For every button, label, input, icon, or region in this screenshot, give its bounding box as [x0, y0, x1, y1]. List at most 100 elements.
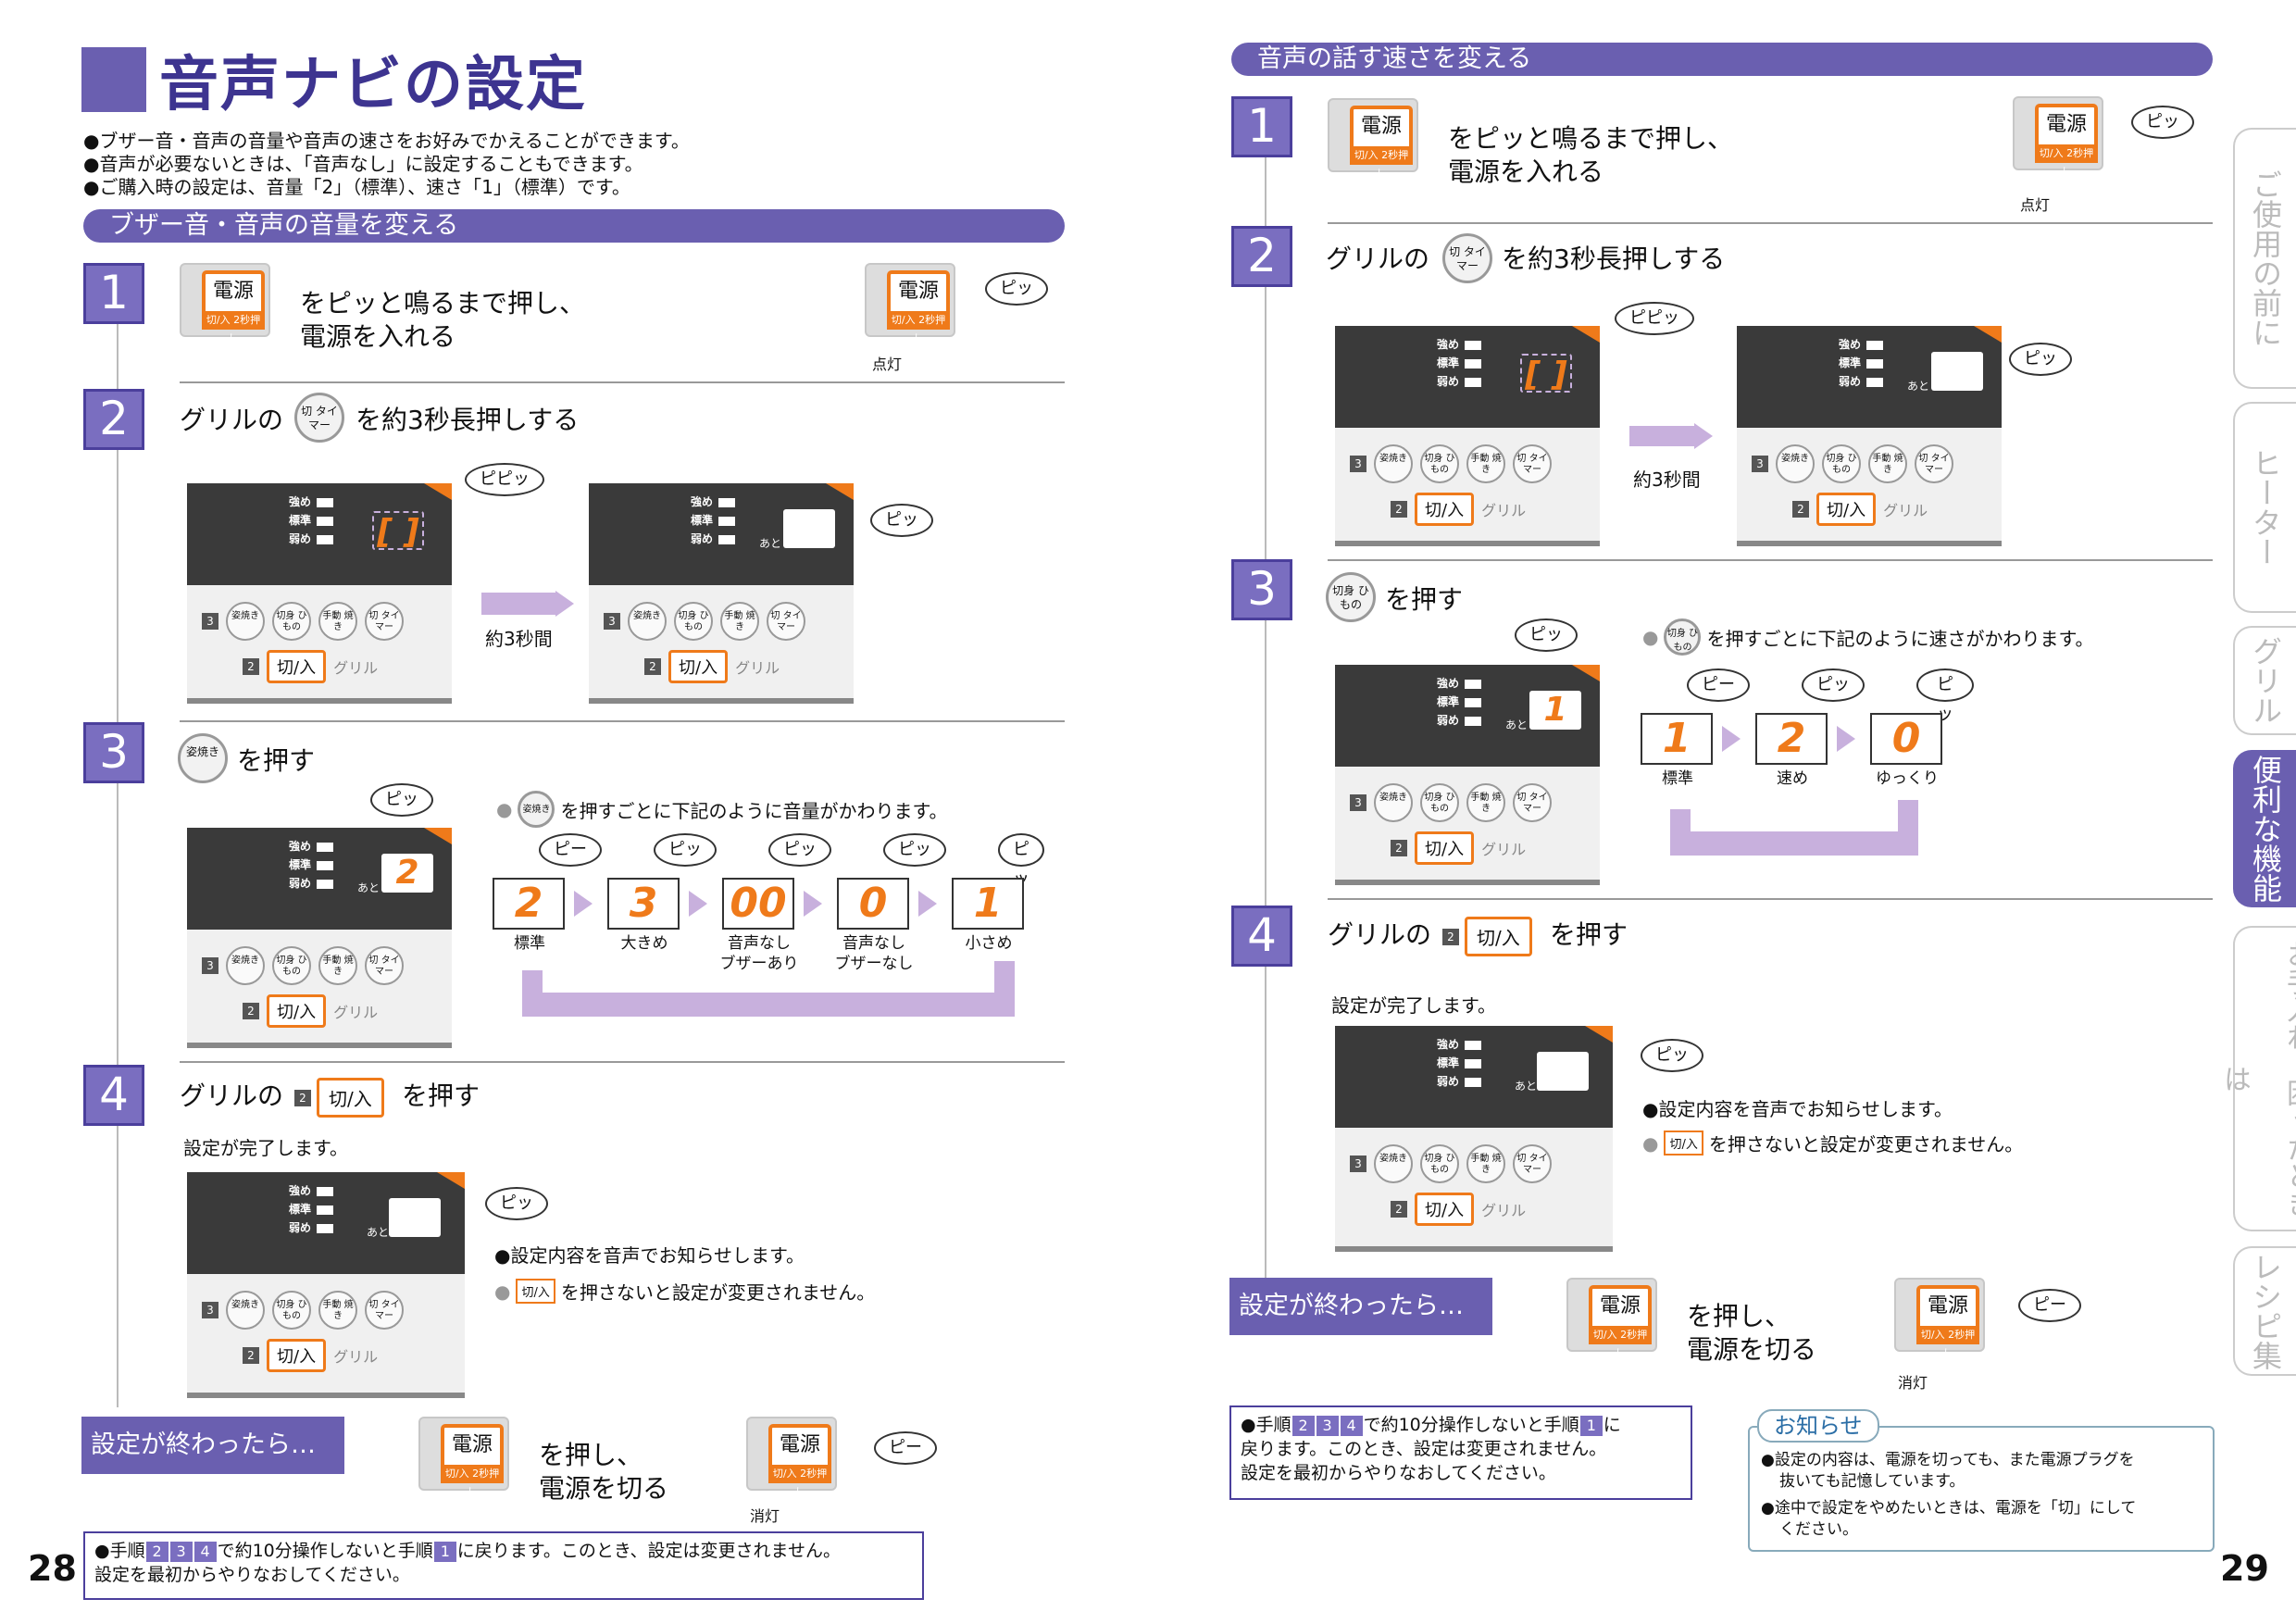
power-button-lit: 電源切/入 2秒押し [2013, 96, 2103, 178]
power-button-lit: 電源 切/入 2秒押し [865, 263, 955, 344]
page-number-left: 28 [28, 1548, 77, 1589]
power-sub: 切/入 2秒押し [887, 311, 950, 344]
step4-pre: グリルの [180, 1081, 284, 1111]
tab-heater[interactable]: ヒーター [2233, 402, 2296, 613]
beep-bubble: ピッ [370, 783, 433, 817]
beep-bubble: ピピッ [1615, 302, 1694, 335]
sequence-arrow [1722, 726, 1741, 752]
section-speed: 音声の話す速さを変える [1231, 43, 2213, 76]
display: 2 [381, 854, 433, 893]
power-button[interactable]: 電源切/入 2秒押し [1566, 1278, 1657, 1359]
timer-button-icon[interactable]: 切 タイマー [1442, 233, 1492, 283]
step3-desc: ●姿焼きを押すごとに下記のように音量がかわります。 [496, 791, 947, 828]
step-number: 1 [1231, 96, 1292, 157]
lamp-off-label: 消灯 [750, 1507, 780, 1525]
step1-text-1: をピッと鳴るまで押し、 [300, 288, 586, 319]
divider [1328, 222, 2213, 224]
tab-grill[interactable]: グリル [2233, 626, 2296, 735]
arrow-label: 約3秒間 [485, 628, 553, 650]
power-sub: 切/入 2秒押し [202, 311, 265, 344]
step1-text: をピッと鳴るまで押し、 電源を入れる [300, 287, 585, 354]
on-off-button[interactable]: 2 切/入 [294, 1078, 384, 1118]
sequence-arrow [1837, 726, 1855, 752]
beep-bubble: ピー [874, 1431, 937, 1465]
beep-bubble: ピッ [654, 833, 717, 867]
display-value: 2 [1755, 713, 1828, 765]
divider [180, 1061, 1065, 1063]
beep-bubble: ピッ [768, 833, 831, 867]
display-value-label: 大きめ [620, 934, 668, 953]
lamp-on-label: 点灯 [2020, 196, 2051, 214]
arrow-head [1694, 423, 1713, 449]
display [1537, 1052, 1589, 1091]
step4-note2: ●切/入を押さないと設定が変更されません。 [494, 1279, 876, 1304]
display [1931, 352, 1983, 391]
tab-recipes[interactable]: レシピ集 [2233, 1246, 2296, 1376]
beep-bubble: ピッ [870, 504, 933, 537]
beep-bubble: ピッ [2009, 343, 2072, 376]
step-number: 1 [83, 263, 144, 324]
display [783, 509, 835, 548]
page-title: 音声ナビの設定 [159, 51, 587, 119]
tab-convenient[interactable]: 便利な機能 [2233, 750, 2296, 907]
beep-bubble: ピー [1687, 668, 1750, 702]
step3-desc: ●切身 ひものを押すごとに下記のように速さがかわります。 [1642, 618, 2093, 656]
step4-post: を押す [1550, 919, 1628, 950]
display-blink: [ ] [372, 511, 424, 551]
step-line [117, 315, 119, 1407]
power-button[interactable]: 電源 切/入 2秒押し [418, 1417, 509, 1498]
finish-label: 設定が終わったら… [81, 1417, 344, 1474]
divider [1328, 898, 2213, 900]
divider [180, 381, 1065, 383]
display-blink: [ ] [1520, 354, 1572, 394]
on-off-button[interactable]: 2 切/入 [1442, 917, 1532, 956]
finish-text: を押し、電源を切る [539, 1440, 669, 1504]
step4-pre: グリルの [1328, 919, 1432, 950]
step4-post: を押す [402, 1081, 480, 1111]
beep-bubble: ピッ [1641, 1039, 1703, 1072]
step-number: 3 [1231, 559, 1292, 620]
bullet-3: ●ご購入時の設定は、音量「2」（標準）、速さ「1」（標準）です。 [83, 176, 630, 198]
display-value: 3 [607, 878, 680, 930]
kirimi-button-icon[interactable]: 切身 ひもの [1326, 572, 1376, 622]
display-value-label: 音声なし ブザーあり [719, 934, 799, 973]
arrow-body [1629, 426, 1694, 446]
step-number: 2 [1231, 226, 1292, 287]
beep-bubble: ピッ [1515, 618, 1578, 652]
lamp-on-label: 点灯 [872, 356, 903, 373]
sequence-arrow [918, 891, 937, 917]
step3-post: を押す [237, 745, 316, 776]
power-button[interactable]: 電源切/入 2秒押し [1328, 98, 1418, 180]
beep-bubble: ピー [2018, 1289, 2081, 1322]
loop-arrow-left [1670, 809, 1691, 856]
arrow-head [555, 591, 574, 617]
sugatayaki-button-icon[interactable]: 姿焼き [178, 733, 228, 783]
beep-bubble: ピピッ [465, 463, 544, 496]
power-sub: 切/入 2秒押し [441, 1465, 504, 1498]
tab-before-use[interactable]: ご使用の前に [2233, 128, 2296, 389]
finish-label: 設定が終わったら… [1229, 1278, 1492, 1335]
arrow-body [481, 593, 555, 615]
beep-bubble: ピー [539, 833, 602, 867]
loop-arrow-right [1898, 800, 1918, 856]
timer-button-icon[interactable]: 切 タイマー [294, 393, 344, 443]
power-button[interactable]: 電源 切/入 2秒押し [180, 263, 270, 344]
beep-bubble: ピッ [2131, 106, 2194, 139]
power-button-off: 電源切/入 2秒押し [1894, 1278, 1985, 1359]
bullet-1: ●ブザー音・音声の音量や音声の速さをお好みでかえることができます。 [83, 130, 690, 152]
step-line [1265, 148, 1267, 1278]
step4-done: 設定が完了します。 [1331, 994, 1496, 1017]
display-value: 2 [493, 878, 565, 930]
step4-done: 設定が完了します。 [183, 1137, 348, 1159]
loop-arrow [1670, 831, 1918, 856]
beep-bubble: ピッ [1802, 668, 1865, 702]
display-value-label: 小さめ [965, 934, 1013, 953]
tab-care[interactable]: お手入れ・困ったときは [2218, 926, 2296, 1231]
